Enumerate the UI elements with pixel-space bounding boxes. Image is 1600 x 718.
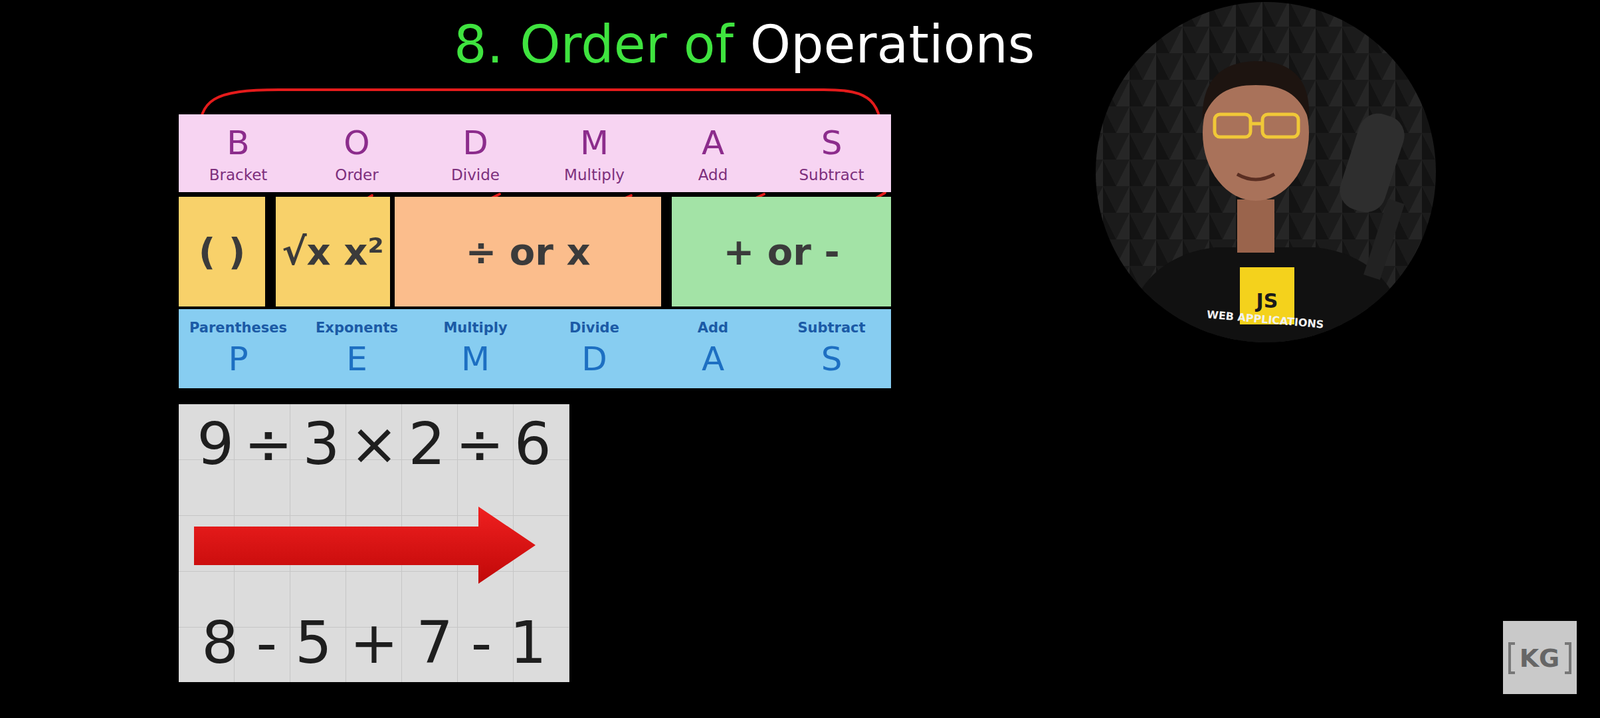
bodmas-word: Subtract	[798, 166, 864, 184]
logo-text: KG	[1519, 643, 1561, 673]
bodmas-word: Multiply	[564, 166, 625, 184]
pemdas-word: Add	[697, 319, 729, 336]
operation-symbol: ÷ or x	[465, 229, 591, 274]
bodmas-cell: B Bracket	[178, 114, 298, 193]
bodmas-letter: D	[462, 123, 489, 163]
pemdas-letter: P	[227, 339, 248, 379]
pemdas-word: Multiply	[443, 319, 507, 336]
pemdas-word: Divide	[569, 319, 620, 336]
symbol-cell: √x x²	[275, 196, 391, 307]
bodmas-letter: B	[226, 123, 250, 163]
red-arrow	[194, 506, 536, 584]
bodmas-cell: S Subtract	[772, 114, 892, 193]
bodmas-cell: M Multiply	[534, 114, 654, 193]
logo-brackets	[1509, 643, 1571, 673]
symbol-cell: + or -	[671, 196, 892, 307]
bodmas-letter: S	[821, 123, 843, 163]
grid-panel	[178, 403, 570, 682]
bodmas-word: Bracket	[209, 166, 268, 184]
pemdas-cell: ExponentsE	[297, 308, 416, 389]
symbol-cell: ( )	[178, 196, 266, 307]
bodmas-letter: M	[580, 123, 609, 163]
logo-box	[1502, 620, 1577, 694]
bodmas-cell: D Divide	[415, 114, 535, 193]
pemdas-letter: D	[581, 339, 608, 379]
bodmas-word: Order	[334, 166, 379, 184]
pemdas-letter: E	[346, 339, 368, 379]
symbol-cell: ÷ or x	[394, 196, 662, 307]
bodmas-word: Add	[698, 166, 729, 184]
example-expression: 8-5+7-1	[184, 608, 565, 677]
bodmas-letter: A	[701, 123, 725, 163]
bodmas-word: Divide	[451, 166, 500, 184]
bodmas-letter: O	[343, 123, 370, 163]
pemdas-cell: SubtractS	[772, 308, 892, 389]
slide-title: 8. Order of Operations	[453, 14, 1035, 75]
pemdas-word: Subtract	[797, 319, 866, 336]
operation-symbol: √x x²	[281, 229, 385, 274]
pemdas-word: Exponents	[315, 319, 399, 336]
bodmas-cell: A Add	[653, 114, 773, 193]
pemdas-letter: A	[701, 339, 725, 379]
pemdas-letter: S	[821, 339, 843, 379]
pemdas-cell: ParenthesesP	[178, 308, 298, 389]
badge-text: JS	[1256, 289, 1279, 313]
pemdas-cell: MultiplyM	[415, 308, 535, 389]
operation-symbol: + or -	[722, 229, 840, 274]
pemdas-letter: M	[461, 339, 490, 379]
bodmas-cell: O Order	[297, 114, 416, 193]
operation-symbol: ( )	[198, 229, 246, 274]
presenter-avatar	[1089, 0, 1442, 346]
example-expression: 9÷3×2÷6	[187, 409, 562, 478]
pemdas-cell: DivideD	[534, 308, 654, 389]
pemdas-cell: AddA	[653, 308, 773, 389]
example-box: 9÷3×2÷6 8-5+7-1	[178, 403, 570, 682]
pemdas-word: Parentheses	[189, 319, 288, 336]
